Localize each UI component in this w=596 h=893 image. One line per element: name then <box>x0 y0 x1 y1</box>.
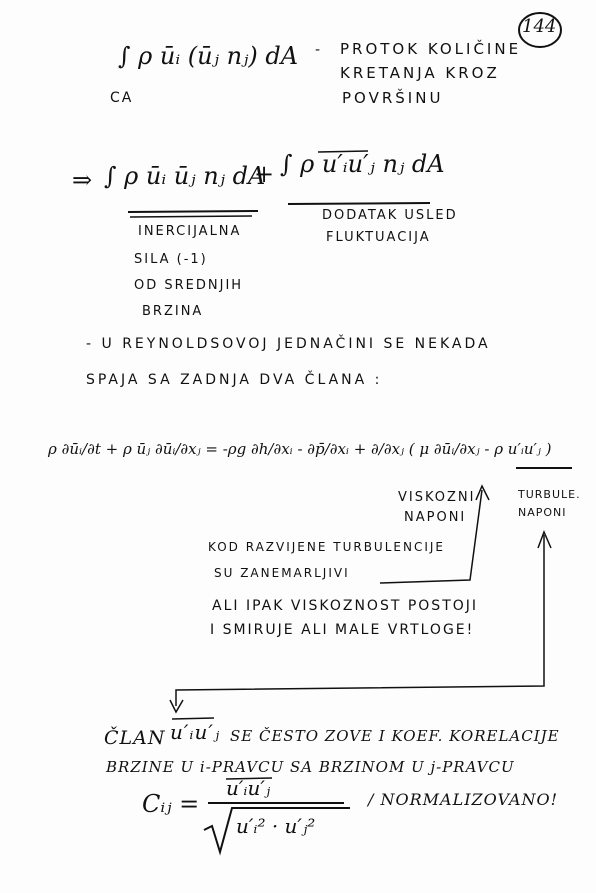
negligible-note-line2: SU ZANEMARLJIVI <box>214 566 350 580</box>
correlation-term: u′ᵢu′ⱼ <box>170 720 221 744</box>
correlation-direction-note: BRZINE U i-PRAVCU SA BRZINOM U j-PRAVCU <box>106 758 515 776</box>
viscous-stress-label-line2: NAPONI <box>404 510 467 525</box>
reynolds-note-line1: - U REYNOLDSOVOJ JEDNAČINI SE NEKADA <box>86 336 491 352</box>
inertial-label-line1: INERCIJALNA <box>138 224 242 239</box>
page-number-circle <box>518 12 562 48</box>
momentum-flux-integral: ∫ ρ ūᵢ (ūⱼ nⱼ) dA <box>118 42 299 70</box>
term-label: ČLAN <box>104 727 166 749</box>
turbulent-stress-label-line2: NAPONI <box>518 506 567 519</box>
overline-numerator <box>225 777 273 780</box>
reynolds-equation: ρ ∂ūᵢ/∂t + ρ ūⱼ ∂ūᵢ/∂xⱼ = -ρg ∂h/∂xᵢ - ∂… <box>48 440 552 458</box>
sqrt-sign <box>203 807 350 856</box>
page-number: 144 <box>522 16 557 37</box>
underline-term2 <box>287 202 431 205</box>
integral-domain: CA <box>110 90 134 106</box>
inertial-label-line2: SILA (-1) <box>134 252 208 267</box>
inertial-label-line3: OD SREDNJIH <box>134 278 244 293</box>
arrow-turb <box>175 535 545 706</box>
viscosity-note-line1: ALI IPAK VISKOZNOST POSTOJI <box>212 598 479 614</box>
correlation-coefficient-note: SE ČESTO ZOVE I KOEF. KORELACIJE <box>230 727 560 745</box>
underline-term1-b <box>129 215 253 218</box>
arrow-turb-head <box>537 530 552 549</box>
cij-denominator: u′ᵢ² · u′ⱼ² <box>236 814 316 838</box>
fluctuation-label-line1: DODATAK USLED <box>322 208 458 223</box>
mean-flux-term: ∫ ρ ūᵢ ūⱼ nⱼ dA <box>104 162 266 190</box>
reynolds-note-line2: SPAJA SA ZADNJA DVA ČLANA : <box>86 372 383 388</box>
plus-sign: + <box>254 160 275 188</box>
arrow-turb-head-bottom <box>169 699 184 714</box>
implies-arrow: ⇒ <box>72 166 93 194</box>
underline-term1 <box>127 210 259 213</box>
arrow-note1-head <box>475 484 490 501</box>
fluctuation-flux-term: ∫ ρ u′ᵢu′ⱼ nⱼ dA <box>280 150 445 178</box>
normalized-note: / NORMALIZOVANO! <box>368 790 559 809</box>
block1-desc-line3: POVRŠINU <box>342 89 444 107</box>
arrow-note1 <box>379 489 483 584</box>
cij-symbol: Cᵢⱼ = <box>142 790 200 818</box>
viscosity-note-line2: I SMIRUJE ALI MALE VRTLOGE! <box>210 622 475 638</box>
block1-desc-line1: PROTOK KOLIČINE <box>340 40 522 58</box>
viscous-stress-label-line1: VISKOZNI <box>398 490 476 505</box>
dash: - <box>315 42 323 58</box>
block1-desc-line2: KRETANJA KROZ <box>340 64 500 82</box>
fluctuation-label-line2: FLUKTUACIJA <box>326 230 431 245</box>
overline-clan-term <box>171 717 215 720</box>
overline-term2 <box>317 150 369 153</box>
negligible-note-line1: KOD RAZVIJENE TURBULENCIJE <box>208 540 445 554</box>
turbulent-stress-label-line1: TURBULE. <box>518 488 581 501</box>
inertial-label-line4: BRZINA <box>142 304 204 319</box>
cij-numerator: u′ᵢu′ⱼ <box>226 776 271 800</box>
